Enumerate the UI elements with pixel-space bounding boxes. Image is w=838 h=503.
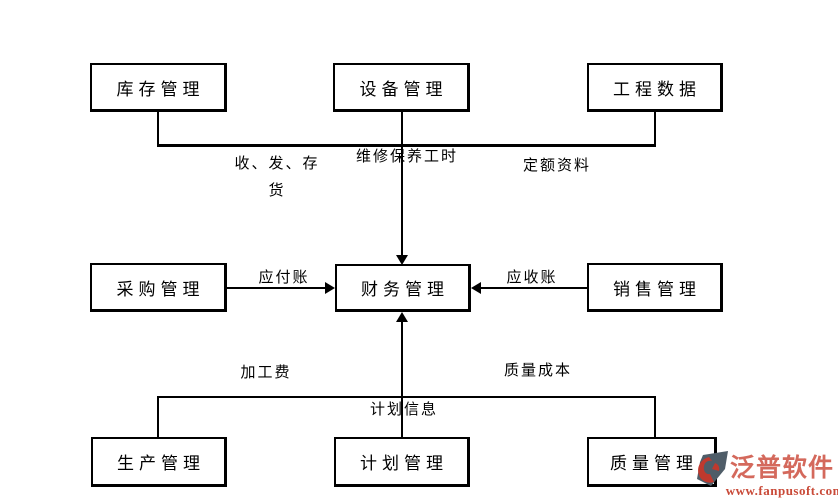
arrowhead-into-finance-top: [396, 255, 408, 265]
connector-equipment-to-finance: [401, 110, 403, 257]
connector-bottom-horizontal: [157, 396, 656, 398]
arrowhead-into-finance-bottom: [396, 312, 408, 322]
connector-quality-up: [654, 397, 656, 437]
edge-label-processing-fee: 加工费: [240, 365, 292, 381]
node-equipment-management: 设备管理: [333, 63, 470, 112]
brand-url: www.fanpusoft.com: [725, 483, 838, 498]
node-purchase-management: 采购管理: [90, 263, 227, 312]
edge-label-inventory-line1: 收、发、存: [234, 156, 320, 172]
edge-label-equipment: 维修保养工时: [355, 149, 459, 165]
edge-label-inventory-line2: 货: [268, 183, 286, 199]
connector-purchase-to-finance: [227, 287, 327, 289]
edge-label-receivable: 应收账: [506, 270, 558, 286]
fanpu-logo-icon: [694, 450, 729, 487]
node-inventory-management: 库存管理: [90, 63, 227, 112]
node-planning-management: 计划管理: [334, 437, 470, 487]
connector-engineering-down: [654, 110, 656, 146]
edge-label-quality-cost: 质量成本: [503, 363, 573, 379]
node-sales-management: 销售管理: [587, 263, 723, 312]
connector-sales-to-finance: [481, 287, 587, 289]
brand-name: 泛普软件: [730, 455, 835, 482]
connector-production-up: [157, 397, 159, 437]
arrowhead-into-finance-left: [325, 282, 335, 294]
edge-label-engineering: 定额资料: [522, 158, 592, 174]
edge-label-plan-info: 计划信息: [369, 402, 439, 418]
connector-inventory-down: [157, 110, 159, 146]
node-engineering-data: 工程数据: [587, 63, 723, 112]
arrowhead-into-finance-right: [471, 282, 481, 294]
edge-label-payable: 应付账: [258, 270, 310, 286]
node-finance-management: 财务管理: [335, 264, 471, 312]
edge-label-inventory: 收、发、存 货: [234, 151, 319, 205]
node-production-management: 生产管理: [91, 437, 227, 487]
connector-top-horizontal: [157, 144, 656, 147]
fanpu-watermark: 泛普软件 www.fanpusoft.com: [694, 450, 838, 499]
connector-planning-to-finance: [401, 322, 403, 437]
